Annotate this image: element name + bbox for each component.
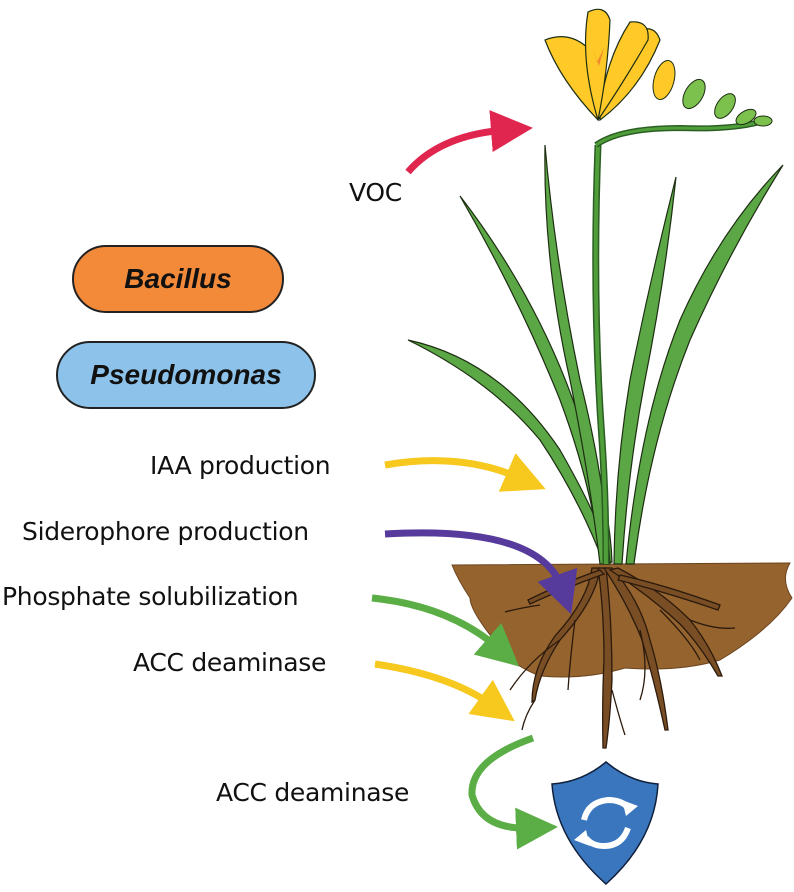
voc-arrow [405,110,533,175]
pseudomonas-badge: Pseudomonas [56,341,316,409]
bud [682,78,706,110]
leaf [613,176,677,565]
leaves [407,144,784,565]
phosphate-solubilization-label: Phosphate solubilization [2,582,299,611]
phosphate-arrow [371,594,520,667]
acc-deaminase-arrow-1 [374,660,515,722]
stress-protection-shield-icon [551,761,659,886]
iaa-arrow [384,453,546,492]
bacillus-badge: Bacillus [72,245,284,313]
flower-center [592,48,604,66]
bud [753,115,773,127]
acc-deaminase-arrow-2 [468,734,558,850]
acc-deaminase-label-2: ACC deaminase [216,778,410,807]
bud [652,60,676,100]
voc-label: VOC [349,178,402,207]
acc-deaminase-label-1: ACC deaminase [133,648,327,677]
siderophore-production-label: Siderophore production [22,517,309,546]
iaa-production-label: IAA production [150,451,331,480]
bud [735,108,757,126]
flower [584,8,611,121]
flower-spike [544,8,773,148]
siderophore-arrow [384,529,578,615]
flower [597,21,649,121]
bud [714,93,736,119]
leaf [625,164,784,565]
